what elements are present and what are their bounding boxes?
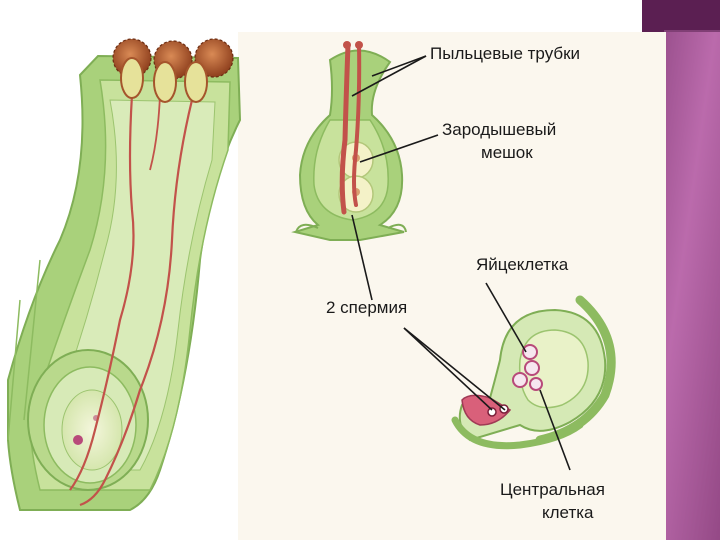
curved-ovule xyxy=(451,295,616,450)
pollen-grains xyxy=(112,38,234,103)
ovule-with-pollen-tubes xyxy=(291,41,407,241)
leader-lines xyxy=(351,55,571,471)
pistil-illustration xyxy=(7,54,242,511)
label-central-cell-line2: клетка xyxy=(542,503,594,522)
right-panel-bg xyxy=(238,32,666,540)
label-egg-cell: Яйцеклетка xyxy=(476,255,569,274)
pollen-grain xyxy=(184,38,234,103)
label-central-cell-line1: Центральная xyxy=(500,480,605,499)
label-embryo-sac-line2: мешок xyxy=(481,143,533,162)
label-embryo-sac-line1: Зародышевый xyxy=(442,120,557,139)
pollen-grain xyxy=(112,38,152,99)
label-two-sperm: 2 спермия xyxy=(326,298,408,317)
pollen-grain xyxy=(153,40,193,103)
label-pollen-tubes: Пыльцевые трубки xyxy=(430,44,581,63)
